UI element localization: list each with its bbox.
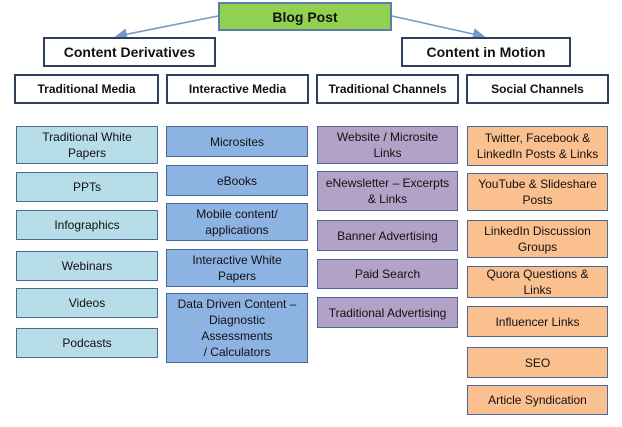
tm-item-webinars: Webinars <box>16 251 158 281</box>
im-item-mobile-content: Mobile content/ applications <box>166 203 308 241</box>
tm-item-podcasts: Podcasts <box>16 328 158 358</box>
traditional-channels-header: Traditional Channels <box>316 74 459 104</box>
sc-item-influencer-links: Influencer Links <box>467 306 608 337</box>
interactive-media-header: Interactive Media <box>166 74 309 104</box>
blog-post-node: Blog Post <box>218 2 392 31</box>
arrow-to-content-derivatives <box>115 15 219 41</box>
arrow-to-content-in-motion <box>391 15 485 40</box>
tc-item-banner-advertising: Banner Advertising <box>317 220 458 251</box>
content-in-motion-node: Content in Motion <box>401 37 571 67</box>
im-item-data-driven-content: Data Driven Content – Diagnostic Assessm… <box>166 293 308 363</box>
tm-item-traditional-white-papers: Traditional White Papers <box>16 126 158 164</box>
traditional-media-header: Traditional Media <box>14 74 159 104</box>
sc-item-linkedin-discussion-groups: LinkedIn Discussion Groups <box>467 220 608 258</box>
tc-item-website-microsite-links: Website / Microsite Links <box>317 126 458 164</box>
sc-item-quora: Quora Questions & Links <box>467 266 608 298</box>
tm-item-ppts: PPTs <box>16 172 158 202</box>
tm-item-videos: Videos <box>16 288 158 318</box>
sc-item-twitter-facebook-linkedin: Twitter, Facebook & LinkedIn Posts & Lin… <box>467 126 608 166</box>
sc-item-seo: SEO <box>467 347 608 378</box>
sc-item-article-syndication: Article Syndication <box>467 385 608 415</box>
im-item-interactive-white-papers: Interactive White Papers <box>166 249 308 287</box>
social-channels-header: Social Channels <box>466 74 609 104</box>
sc-item-youtube-slideshare: YouTube & Slideshare Posts <box>467 173 608 211</box>
im-item-microsites: Microsites <box>166 126 308 157</box>
tm-item-infographics: Infographics <box>16 210 158 240</box>
im-item-ebooks: eBooks <box>166 165 308 196</box>
content-derivatives-node: Content Derivatives <box>43 37 216 67</box>
tc-item-paid-search: Paid Search <box>317 259 458 289</box>
tc-item-enewsletter: eNewsletter – Excerpts & Links <box>317 171 458 211</box>
tc-item-traditional-advertising: Traditional Advertising <box>317 297 458 328</box>
